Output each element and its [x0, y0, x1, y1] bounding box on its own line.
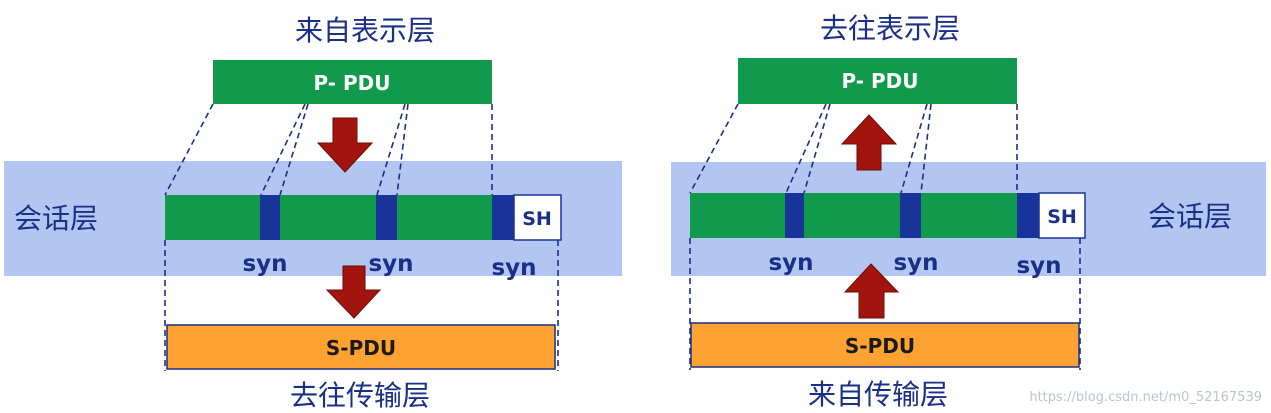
right-up-arrow-top-icon — [840, 114, 898, 171]
left-p-pdu-box — [213, 60, 492, 104]
right-s-pdu-label: S-PDU — [845, 334, 915, 358]
left-down-arrow-top-icon — [316, 117, 374, 173]
right-syn-marker-2 — [900, 193, 921, 238]
right-s-pdu-box — [690, 322, 1080, 368]
left-top-label: 来自表示层 — [295, 14, 435, 47]
right-syn-marker-1 — [785, 193, 804, 238]
left-s-pdu-label: S-PDU — [326, 336, 396, 360]
right-session-layer-label: 会话层 — [1148, 200, 1232, 233]
right-diagram: 去往表示层 P- PDU SH 会话层 syn — [671, 12, 1266, 411]
left-syn-label-2: syn — [368, 251, 413, 277]
left-diagram: 来自表示层 P- PDU 会话层 SH syn — [4, 14, 622, 412]
left-green-strip — [165, 195, 495, 240]
left-bottom-label: 去往传输层 — [290, 379, 430, 412]
watermark-text: https://blog.csdn.net/m0_52167539 — [1029, 390, 1262, 405]
left-down-arrow-bottom-icon — [325, 265, 382, 319]
right-top-label: 去往表示层 — [820, 12, 960, 45]
right-syn-label-2: syn — [893, 250, 938, 276]
right-green-strip — [690, 193, 1020, 238]
right-sh-label: SH — [1047, 206, 1077, 228]
right-sh-box — [1038, 192, 1086, 239]
left-syn-label-3: syn — [491, 255, 536, 281]
left-syn-label-1: syn — [242, 251, 287, 277]
right-p-pdu-box — [738, 58, 1017, 104]
right-up-arrow-bottom-icon — [843, 263, 900, 319]
right-bottom-label: 来自传输层 — [808, 378, 948, 411]
right-p-pdu-label: P- PDU — [841, 69, 918, 93]
left-syn-marker-1 — [260, 195, 280, 240]
right-dashed-lines — [689, 103, 1081, 370]
right-syn-marker-3 — [1017, 193, 1039, 238]
left-s-pdu-box — [166, 324, 556, 370]
left-sh-box — [513, 194, 562, 241]
left-p-pdu-label: P- PDU — [313, 71, 390, 95]
left-session-layer-label: 会话层 — [14, 202, 98, 235]
left-syn-marker-2 — [376, 195, 397, 240]
right-syn-label-3: syn — [1016, 253, 1061, 279]
left-dashed-lines — [164, 103, 559, 371]
right-syn-label-1: syn — [768, 250, 813, 276]
left-syn-marker-3 — [492, 195, 514, 240]
left-sh-label: SH — [522, 208, 552, 230]
